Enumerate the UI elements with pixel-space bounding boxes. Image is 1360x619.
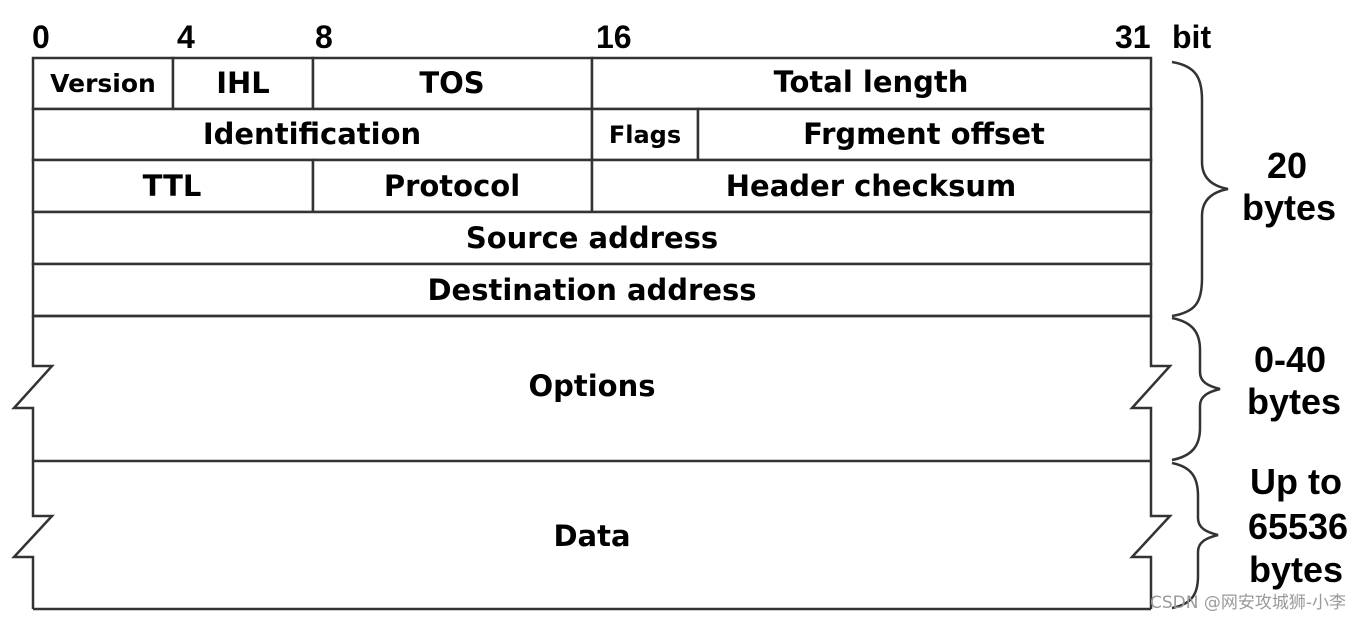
identification-label: Identification [203, 117, 421, 151]
data-size-annotation: Up to 65536 bytes [1248, 461, 1348, 590]
header-row-3: TTL Protocol Header checksum [31, 158, 1153, 214]
bit-marker-31: 31 [1115, 19, 1151, 55]
ihl-label: IHL [216, 66, 270, 100]
options-size-unit: bytes [1247, 381, 1341, 422]
options-size-brace [1171, 316, 1221, 462]
bit-ruler: 0 4 8 16 31 bit [32, 19, 1211, 55]
tos-label: TOS [419, 66, 484, 100]
header-row-5: Destination address [31, 262, 1153, 318]
flags-field [590, 107, 700, 162]
data-right-break [1129, 461, 1173, 609]
ttl-field [31, 158, 315, 214]
header-size-value: 20 [1267, 145, 1307, 186]
version-label: Version [50, 69, 156, 98]
destination-address-field [31, 262, 1153, 318]
header-row-1: Version IHL TOS Total length [31, 56, 1153, 111]
bit-marker-0: 0 [32, 19, 50, 55]
data-left-break [11, 461, 55, 609]
watermark-text: CSDN @网安攻城狮-小李 [1150, 593, 1346, 613]
data-size-prefix: Up to [1250, 461, 1342, 502]
bit-marker-8: 8 [315, 19, 333, 55]
data-region: Data [11, 461, 1173, 611]
header-checksum-label: Header checksum [726, 169, 1016, 203]
options-label: Options [528, 369, 655, 403]
bit-marker-4: 4 [177, 19, 195, 55]
data-size-unit: bytes [1249, 549, 1343, 590]
header-size-annotation: 20 bytes [1242, 145, 1336, 228]
options-right-break [1129, 316, 1173, 461]
header-checksum-field [590, 158, 1153, 214]
data-label: Data [553, 519, 630, 553]
data-size-value: 65536 [1248, 506, 1348, 547]
header-row-4: Source address [31, 210, 1153, 266]
version-field [31, 56, 175, 111]
total-length-label: Total length [774, 65, 969, 99]
header-size-brace [1171, 60, 1229, 318]
fragment-offset-label: Frgment offset [803, 117, 1045, 151]
options-size-value: 0-40 [1254, 339, 1326, 380]
total-length-field [590, 56, 1153, 111]
bit-unit-label: bit [1172, 19, 1211, 55]
ttl-label: TTL [143, 169, 202, 203]
destination-address-label: Destination address [427, 273, 756, 307]
source-address-label: Source address [466, 221, 718, 255]
bit-marker-16: 16 [596, 19, 632, 55]
options-region: Options [11, 314, 1173, 463]
options-size-annotation: 0-40 bytes [1247, 339, 1341, 422]
source-address-field [31, 210, 1153, 266]
options-left-break [11, 316, 55, 461]
flags-label: Flags [609, 121, 681, 149]
header-size-unit: bytes [1242, 187, 1336, 228]
data-size-brace [1171, 461, 1219, 610]
protocol-label: Protocol [384, 169, 520, 203]
header-row-2: Identification Flags Frgment offset [31, 107, 1153, 162]
